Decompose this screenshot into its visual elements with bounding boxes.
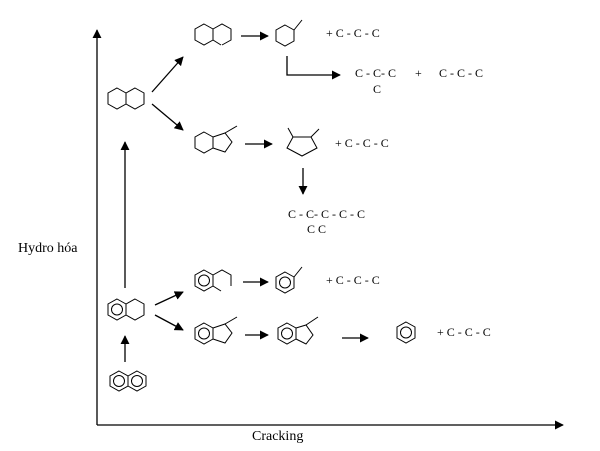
top-product-text: + C - C - C xyxy=(326,26,380,40)
middle-product-text: + C - C - C xyxy=(335,136,389,150)
indane-structure xyxy=(194,316,238,345)
tetralin-structure xyxy=(107,298,145,321)
branched-product-sub: C xyxy=(373,82,381,96)
tetralin-arrow-up xyxy=(154,291,184,306)
decalin-structure xyxy=(107,87,145,110)
hydrindane-structure xyxy=(194,125,238,154)
plus-sign: + xyxy=(415,66,422,80)
propane-text: C - C - C xyxy=(439,66,483,80)
middle-chain-text: C - C- C - C - C xyxy=(288,207,365,221)
middle-chain-sub: C C xyxy=(307,222,326,236)
opened-decalin-structure xyxy=(194,23,232,46)
cyclopentane-structure xyxy=(286,127,320,157)
decalin-arrow-down xyxy=(151,103,184,131)
y-axis-label: Hydro hóa xyxy=(18,241,78,256)
alkylcyclohexane-structure xyxy=(275,19,303,47)
tetralin-arrow-down xyxy=(154,314,184,331)
branched-product-text: C - C- C xyxy=(355,66,396,80)
alkylbenzene-structure xyxy=(275,266,303,294)
top-branch-arrow xyxy=(286,56,341,80)
x-axis-label: Cracking xyxy=(252,429,303,444)
decalin-arrow-up xyxy=(151,56,184,93)
opened-indane-structure xyxy=(277,316,319,345)
lower-upper-product-text: + C - C - C xyxy=(326,273,380,287)
lower-bottom-product-text: + C - C - C xyxy=(437,325,491,339)
naphthalene-structure xyxy=(109,370,147,392)
opened-tetralin-structure xyxy=(194,269,232,292)
benzene-structure xyxy=(396,321,416,344)
